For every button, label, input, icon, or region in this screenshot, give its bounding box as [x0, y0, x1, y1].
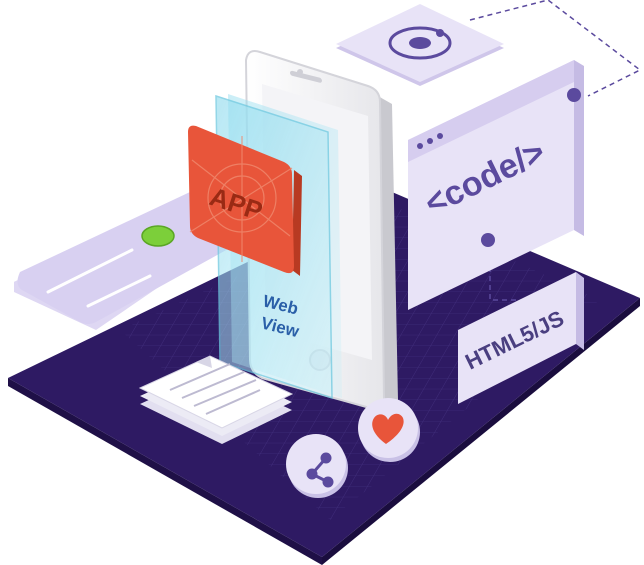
- share-circle: [286, 434, 346, 494]
- document-stack-icon: [138, 355, 294, 444]
- app-badge-icon: APP: [188, 125, 302, 276]
- app-badge-side: [292, 170, 302, 276]
- doc-sheet-1: [138, 355, 294, 429]
- share-glyph: [306, 452, 334, 488]
- share-icon: [286, 434, 348, 498]
- phone-camera: [297, 69, 303, 75]
- heart-glyph: [372, 413, 404, 444]
- credit-card-chip-ring: [141, 225, 175, 247]
- platform-side: [8, 378, 322, 565]
- app-badge-grid: [189, 136, 293, 262]
- code-window-dot-3: [437, 133, 443, 139]
- credit-card-line-2: [86, 274, 152, 308]
- ionic-center: [409, 37, 431, 49]
- code-window-titlebar: [408, 60, 574, 162]
- ionic-satellite: [436, 29, 444, 37]
- heart-icon: [358, 398, 420, 462]
- code-window-icon: <code/>: [408, 60, 584, 310]
- code-window-handle-bottom: [481, 233, 495, 247]
- credit-card-line-1: [46, 248, 134, 294]
- code-window-dot-1: [417, 143, 423, 149]
- connector-ionic: [469, 0, 642, 97]
- html-card-edge: [576, 272, 584, 350]
- ionic-logo-icon: [336, 4, 504, 86]
- credit-card-chip: [142, 226, 174, 246]
- code-window-dot-2: [427, 138, 433, 144]
- doc-fold: [196, 356, 212, 368]
- html-card-face: [458, 272, 576, 404]
- ionic-ring: [388, 26, 452, 60]
- code-window-handle-top: [567, 88, 581, 102]
- code-window-edge: [574, 60, 584, 236]
- platform-side-right: [322, 298, 640, 565]
- doc-lines: [169, 363, 261, 415]
